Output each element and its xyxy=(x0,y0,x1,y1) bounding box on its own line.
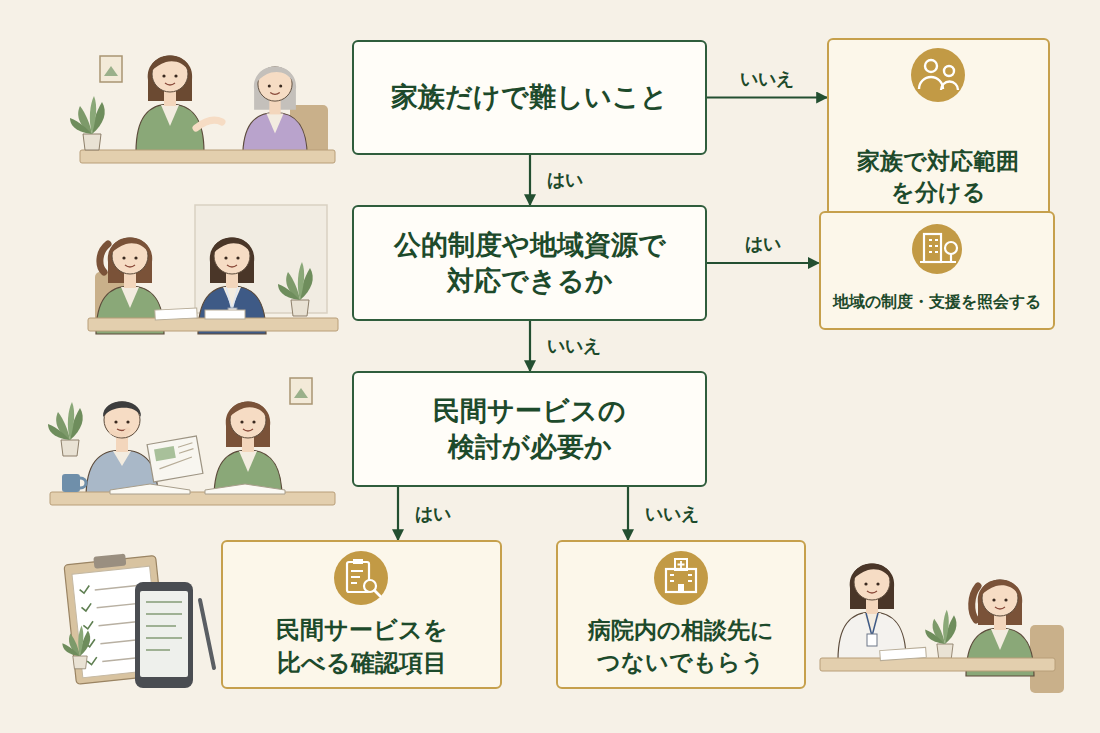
checklist-search-icon xyxy=(347,562,369,592)
hospital-icon xyxy=(678,584,684,592)
scene-couple-reading xyxy=(80,478,86,488)
edge-label: いいえ xyxy=(642,503,702,525)
result-box: 病院内の相談先に つないでもらう xyxy=(556,540,806,689)
flow-arrow xyxy=(707,262,819,264)
scene-family-talk xyxy=(70,96,105,150)
decision-box: 民間サービスの 検討が必要か xyxy=(352,371,707,487)
scene-counselling xyxy=(226,287,238,310)
scene-couple-reading xyxy=(62,474,80,492)
scene-hospital-desk xyxy=(820,564,1064,694)
checklist-search-icon xyxy=(364,580,376,592)
edge-label: はい xyxy=(544,169,586,191)
hospital-icon xyxy=(654,551,708,605)
scene-couple-reading xyxy=(290,378,312,404)
scene-checklist-phone xyxy=(93,554,126,569)
hospital-icon xyxy=(654,551,708,605)
scene-counselling xyxy=(88,318,338,331)
scene-couple-reading xyxy=(112,430,128,435)
scene-couple-reading xyxy=(110,484,190,494)
scene-couple-reading xyxy=(294,388,308,398)
box-text: 家族だけで難しいこと xyxy=(390,79,668,115)
scene-family-talk xyxy=(100,56,122,82)
scene-family-talk xyxy=(243,66,308,158)
scene-hospital-desk xyxy=(925,610,956,659)
scene-hospital-desk xyxy=(866,613,878,636)
decision-box: 家族だけで難しいこと xyxy=(352,40,707,155)
scene-family-talk xyxy=(80,150,335,163)
hospital-icon xyxy=(670,575,692,581)
flow-arrow xyxy=(707,96,827,98)
scene-checklist-phone xyxy=(146,602,182,650)
scene-couple-reading xyxy=(156,443,196,469)
decision-box: 公的制度や地域資源で 対応できるか xyxy=(352,205,707,321)
checklist-search-icon xyxy=(353,559,363,564)
scene-couple-reading xyxy=(205,484,285,494)
scene-checklist-phone xyxy=(200,600,214,668)
scene-family-talk xyxy=(136,56,204,153)
flow-arrow xyxy=(397,487,399,540)
flow-arrow xyxy=(529,155,531,205)
edge-label: いいえ xyxy=(737,68,797,90)
flow-arrow xyxy=(627,487,629,540)
box-text: 民間サービスを 比べる確認項目 xyxy=(274,614,449,679)
edge-label: はい xyxy=(742,233,784,255)
edge-label: いいえ xyxy=(544,335,604,357)
scene-hospital-desk xyxy=(820,658,1055,671)
box-text: 公的制度や地域資源で 対応できるか xyxy=(390,227,668,300)
scene-family-talk xyxy=(70,56,335,164)
hospital-icon xyxy=(675,559,687,570)
building-icon xyxy=(912,224,962,274)
scene-checklist-phone xyxy=(62,626,90,669)
checklist-search-icon xyxy=(334,551,388,605)
people-icon xyxy=(944,66,954,76)
scene-couple-reading xyxy=(50,492,335,505)
scene-couple-reading xyxy=(147,436,203,482)
scene-couple-reading xyxy=(86,401,158,498)
checklist-search-icon xyxy=(334,551,388,605)
people-icon xyxy=(925,60,937,72)
building-icon xyxy=(929,240,938,252)
scene-counselling xyxy=(155,308,197,320)
scene-counselling xyxy=(278,262,313,316)
scene-family-talk xyxy=(196,120,222,128)
scene-hospital-desk xyxy=(972,586,978,620)
scene-couple-reading xyxy=(48,402,83,456)
box-text: 地域の制度・支援を照会する xyxy=(831,291,1044,313)
building-icon xyxy=(945,242,957,254)
scene-counselling xyxy=(88,205,338,334)
people-icon xyxy=(941,82,958,91)
building-icon xyxy=(912,224,962,274)
people-icon xyxy=(911,48,965,102)
box-text: 民間サービスの 検討が必要か xyxy=(431,393,628,466)
checklist-search-icon xyxy=(351,571,363,583)
result-box: 家族で対応範囲 を分ける xyxy=(827,38,1050,218)
result-box: 地域の制度・支援を照会する xyxy=(819,211,1056,330)
scene-couple-reading xyxy=(48,378,335,505)
people-icon xyxy=(919,77,943,89)
scene-counselling xyxy=(205,310,245,319)
box-text: 病院内の相談先に つないでもらう xyxy=(586,615,777,677)
people-icon xyxy=(911,48,965,102)
building-icon xyxy=(920,254,956,262)
result-box: 民間サービスを 比べる確認項目 xyxy=(221,540,502,689)
scene-checklist-phone xyxy=(135,582,193,688)
hospital-icon xyxy=(666,569,696,592)
edge-label: はい xyxy=(412,503,454,525)
scene-hospital-desk xyxy=(880,647,927,660)
scene-hospital-desk xyxy=(838,564,906,661)
flow-arrow xyxy=(529,321,531,371)
scene-couple-reading xyxy=(214,402,282,499)
scene-family-talk xyxy=(104,66,118,76)
scene-hospital-desk xyxy=(867,634,877,646)
checklist-search-icon xyxy=(375,591,381,597)
building-icon xyxy=(924,234,941,262)
hospital-icon xyxy=(678,561,685,568)
box-text: 家族で対応範囲 を分ける xyxy=(855,146,1023,208)
scene-counselling xyxy=(100,244,108,272)
scene-checklist-phone xyxy=(140,591,188,677)
scene-couple-reading xyxy=(154,446,176,461)
scene-checklist-phone xyxy=(62,550,214,688)
